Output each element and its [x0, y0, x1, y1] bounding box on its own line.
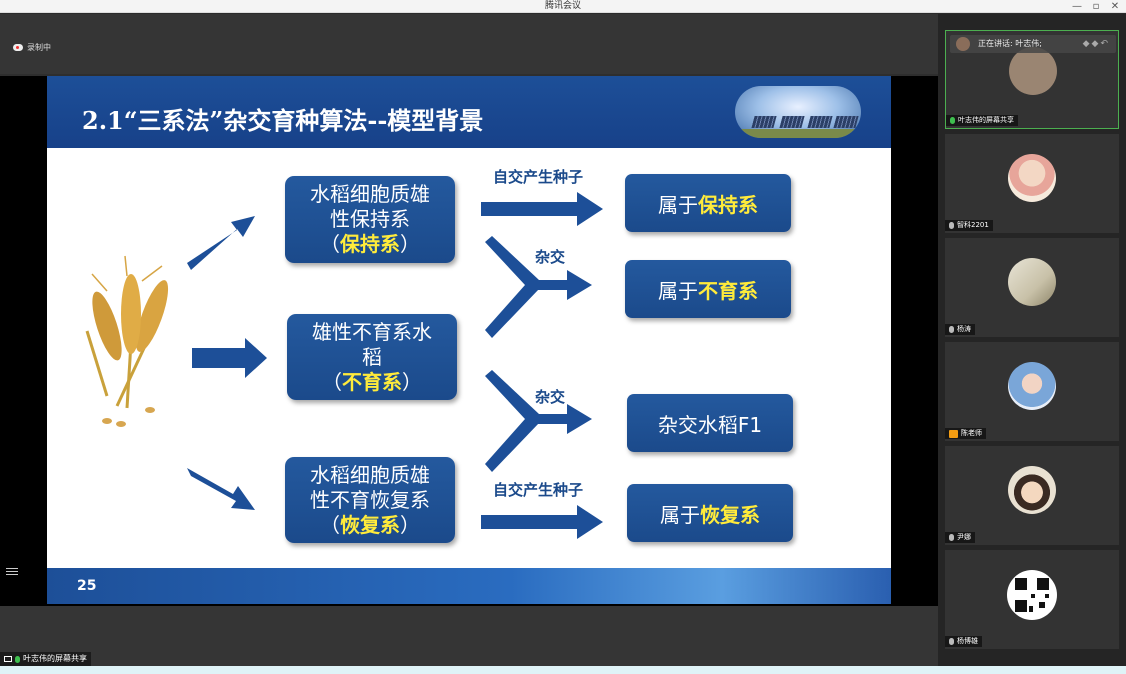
- sterile-line-box: 雄性不育系水 稻 （不育系）: [287, 314, 457, 400]
- restorer-tag: 恢复系: [340, 512, 400, 537]
- avatar: [1009, 47, 1057, 95]
- result-restorer: 属于恢复系: [627, 484, 793, 542]
- mic-muted-icon: [949, 222, 954, 229]
- shared-screen: 2.1“三系法”杂交育种算法--模型背景: [0, 76, 938, 606]
- recording-indicator[interactable]: 录制中: [13, 42, 51, 53]
- self-cross-label-top: 自交产生种子: [493, 168, 584, 186]
- sterile-tag: 不育系: [342, 369, 402, 394]
- avatar: [1008, 362, 1056, 410]
- list-menu-icon[interactable]: [6, 566, 18, 576]
- maintainer-line2: 性保持系: [330, 207, 410, 231]
- participant-name: 叶志伟的屏幕共享: [946, 115, 1018, 126]
- result-maintainer: 属于保持系: [625, 174, 791, 232]
- wheat-icon: [85, 255, 169, 427]
- restorer-line2: 性不育恢复系: [310, 487, 430, 512]
- slide-header: 2.1“三系法”杂交育种算法--模型背景: [47, 76, 891, 148]
- sterile-line2: 稻: [362, 344, 382, 369]
- qr-code-avatar: [1007, 570, 1057, 620]
- participant-name: 智科2201: [945, 220, 993, 231]
- screen-share-icon: [4, 656, 12, 662]
- participant-name: 尹娜: [945, 532, 975, 543]
- slide-title: 2.1“三系法”杂交育种算法--模型背景: [82, 106, 484, 135]
- maintainer-tag: 保持系: [340, 232, 400, 256]
- top-toolbar: 录制中: [0, 14, 938, 74]
- maintainer-line1: 水稻细胞质雄: [310, 182, 430, 206]
- minimize-button[interactable]: —: [1072, 1, 1082, 12]
- meeting-main-area: 录制中 2.1“三系法”杂交育种算法--模型背景: [0, 14, 938, 666]
- participant-tile[interactable]: 智科2201: [945, 134, 1119, 233]
- participant-name: 杨涛: [945, 324, 975, 335]
- cross-label-1: 杂交: [535, 248, 566, 266]
- participant-name: 杨博雄: [945, 636, 982, 647]
- sterile-line1: 雄性不育系水: [312, 319, 432, 344]
- result-hybrid-f1: 杂交水稻F1: [627, 394, 793, 452]
- maintainer-tag-row: （保持系）: [320, 232, 420, 256]
- participant-tile[interactable]: 杨博雄: [945, 550, 1119, 649]
- mic-muted-icon: [949, 326, 954, 333]
- slide-footer: 25: [47, 568, 891, 604]
- restore-button[interactable]: ▫: [1092, 1, 1100, 12]
- status-bar: [0, 666, 1126, 674]
- presentation-slide: 2.1“三系法”杂交育种算法--模型背景: [47, 76, 891, 604]
- participant-tile[interactable]: 杨涛: [945, 238, 1119, 337]
- solar-panel-image: [735, 86, 861, 138]
- host-icon: [949, 429, 958, 438]
- flow-arrows: [85, 192, 603, 539]
- window-title: 腾讯会议: [544, 1, 581, 11]
- restorer-line1: 水稻细胞质雄: [310, 462, 430, 487]
- bottom-toolbar: [0, 606, 938, 666]
- mic-muted-icon: [949, 534, 954, 541]
- participant-tile[interactable]: 陈老师: [945, 342, 1119, 441]
- result-sterile: 属于不育系: [625, 260, 791, 318]
- avatar: [1008, 466, 1056, 514]
- recording-label: 录制中: [27, 43, 51, 52]
- participant-tile[interactable]: 尹娜: [945, 446, 1119, 545]
- sterile-tag-row: （不育系）: [322, 369, 422, 394]
- window-titlebar: 腾讯会议 — ▫ ✕: [0, 0, 1126, 13]
- participant-tile-speaker[interactable]: 正在讲话: 叶志伟; ◆◆↶ 叶志伟的屏幕共享: [945, 30, 1119, 129]
- cloud-record-icon: [13, 44, 23, 51]
- cross-label-2: 杂交: [535, 388, 566, 406]
- avatar: [1008, 154, 1056, 202]
- maintainer-line-box: 水稻细胞质雄 性保持系 （保持系）: [285, 176, 455, 263]
- speaker-controls-icon[interactable]: ◆◆↶: [1082, 39, 1110, 49]
- close-button[interactable]: ✕: [1110, 1, 1120, 12]
- page-number: 25: [77, 578, 97, 594]
- screen-share-label: 叶志伟的屏幕共享: [0, 652, 91, 666]
- participant-name: 陈老师: [945, 428, 986, 439]
- restorer-tag-row: （恢复系）: [320, 512, 420, 537]
- mic-on-icon: [15, 655, 20, 663]
- mic-muted-icon: [949, 638, 954, 645]
- mic-icon: [950, 117, 955, 124]
- participants-panel: 正在讲话: 叶志伟; ◆◆↶ 叶志伟的屏幕共享 智科2201 杨涛 陈老师 尹娜…: [938, 14, 1126, 666]
- restorer-line-box: 水稻细胞质雄 性不育恢复系 （恢复系）: [285, 457, 455, 543]
- avatar: [1008, 258, 1056, 306]
- speaker-avatar: [956, 37, 970, 51]
- speaking-indicator: 正在讲话: 叶志伟; ◆◆↶: [950, 35, 1116, 53]
- self-cross-label-bottom: 自交产生种子: [493, 481, 584, 499]
